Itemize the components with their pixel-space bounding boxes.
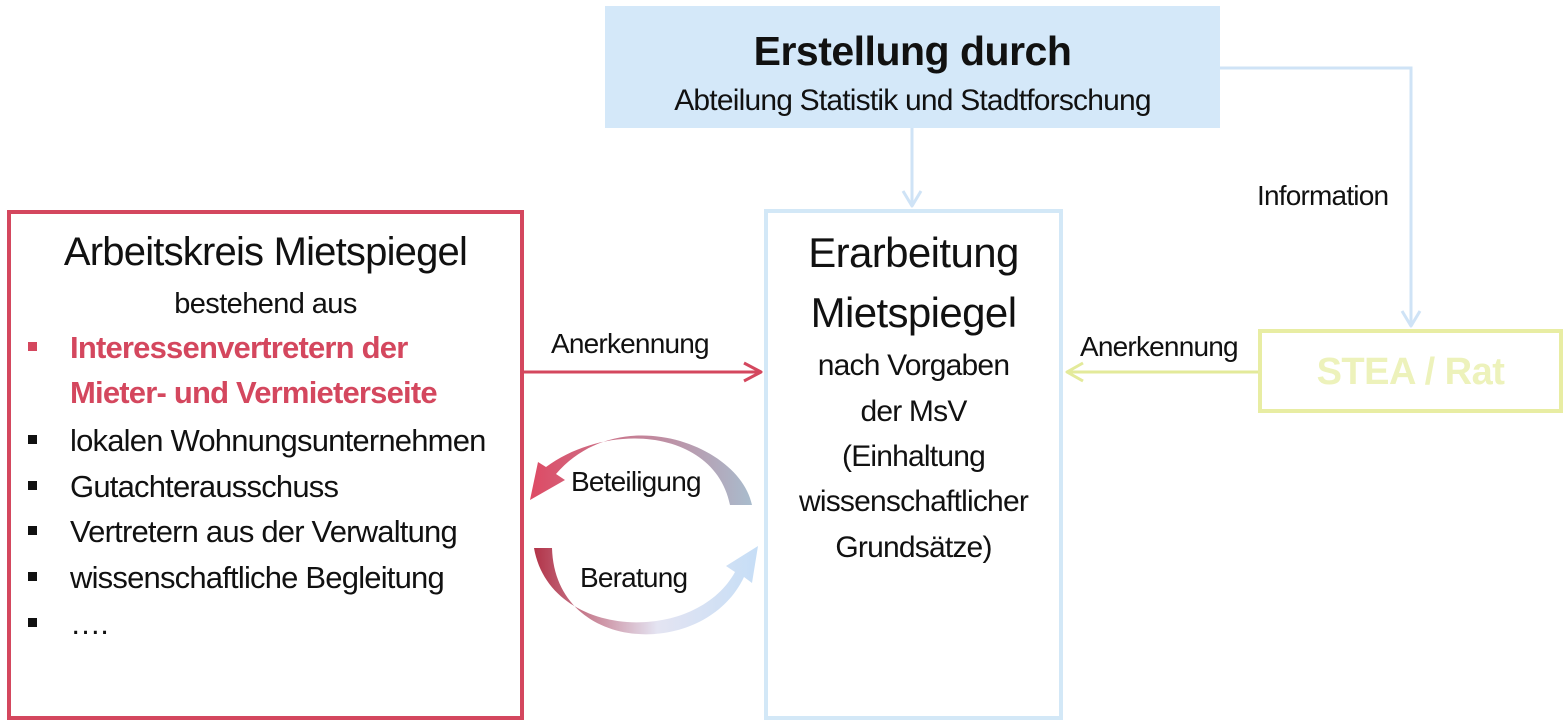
rent-index-text-line: Grundsätze) [835,531,992,564]
member-label: lokalen Wohnungsunternehmen [70,423,486,458]
council-box: STEA / Rat [1258,329,1563,413]
rent-index-title-line2: Mietspiegel [810,289,1017,336]
recognition-label-right: Anerkennung [1080,331,1239,362]
information-label: Information [1257,180,1389,211]
creation-title: Erstellung durch [753,28,1072,74]
bullet-icon [28,526,37,535]
consulting-label: Beratung [580,562,688,593]
rent-index-title-line1: Erarbeitung [808,229,1019,276]
arrow-right-to-center [1065,361,1258,383]
council-label: STEA / Rat [1316,351,1505,393]
bullet-icon [28,572,37,581]
recognition-label-left: Anerkennung [551,328,710,359]
rent-index-box: Erarbeitung Mietspiegel nach Vorgaben de… [764,209,1063,720]
working-group-box: Arbeitskreis Mietspiegel bestehend aus I… [7,210,524,720]
bullet-icon [28,481,37,490]
cycle-arrow-beteiligung [530,435,752,505]
member-label: Gutachterausschuss [70,469,339,504]
member-label: …. [70,606,109,641]
arrow-top-to-center [901,128,923,208]
working-group-title: Arbeitskreis Mietspiegel [63,230,468,274]
bullet-icon [28,435,37,444]
rent-index-text-line: (Einhaltung [842,440,986,473]
member-label: Mieter- und Vermieterseite [70,375,438,410]
bullet-icon [28,342,37,351]
arrow-left-to-center [524,361,763,383]
member-label: Vertretern aus der Verwaltung [70,514,458,549]
creation-subtitle: Abteilung Statistik und Stadtforschung [674,84,1151,117]
working-group-subtitle: bestehend aus [174,288,357,320]
rent-index-text-line: der MsV [860,395,967,428]
creation-box: Erstellung durch Abteilung Statistik und… [605,6,1220,128]
participation-label: Beteiligung [571,466,702,497]
rent-index-text-line: wissenschaftlicher [798,485,1029,518]
member-label: wissenschaftliche Begleitung [70,560,445,595]
member-label: Interessenvertretern der [70,330,408,365]
arrow-top-to-right [1220,66,1422,328]
rent-index-text-line: nach Vorgaben [817,349,1010,382]
cycle-arrow-beratung [534,546,758,635]
bullet-icon [28,618,37,627]
